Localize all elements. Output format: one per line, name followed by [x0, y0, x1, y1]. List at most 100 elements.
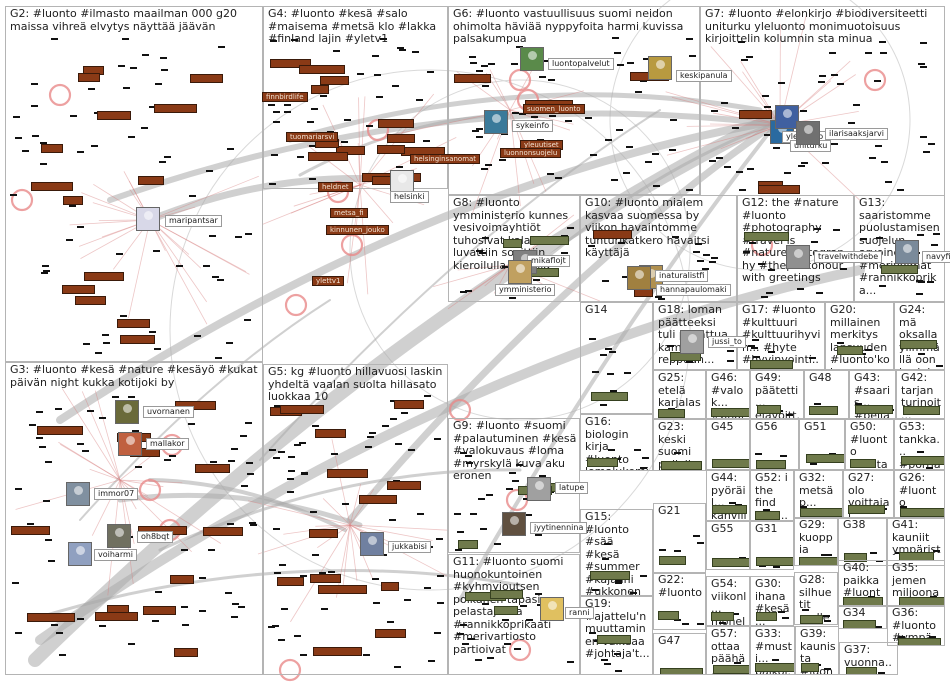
avatar-ymministerio[interactable] [508, 260, 532, 284]
group-g2: G2: #luonto #ilmasto maailman 000 g20 ma… [5, 6, 263, 362]
vertex-mark [870, 551, 878, 554]
vertex-mark [801, 608, 809, 611]
avatar-navyfi[interactable] [895, 240, 919, 264]
vertex-label-chip [805, 454, 844, 464]
vertex-mark [411, 51, 419, 53]
avatar-maripantsar[interactable] [136, 207, 160, 231]
vertex-mark [600, 354, 608, 357]
vertex-mark [198, 577, 206, 580]
vertex-label-luontopalvelut[interactable]: luontopalvelut [548, 58, 614, 70]
avatar-immor07[interactable] [66, 482, 90, 506]
avatar-uvornanen[interactable] [115, 400, 139, 424]
vertex-label-ymministerio[interactable]: ymministerio [495, 284, 556, 296]
vertex-mark [152, 620, 160, 623]
edge [94, 390, 121, 481]
edge [149, 219, 208, 303]
vertex-label-jyytinennina[interactable]: jyytinennina [530, 522, 588, 534]
vertex-mark [480, 64, 488, 67]
group-label: G45 [711, 420, 734, 433]
vertex-label-keskipanula[interactable]: keskipanula [676, 70, 732, 82]
avatar-inaturalistfi[interactable] [627, 266, 651, 290]
vertex-mark [224, 592, 232, 594]
vertex-mark [669, 119, 677, 122]
avatar-oh8bqt[interactable] [107, 524, 131, 548]
vertex-label-chip [589, 570, 630, 580]
vertex-label-inaturalistfi[interactable]: inaturalistfi [655, 270, 709, 282]
avatar-travelwithdebe[interactable] [786, 245, 810, 269]
vertex-label-jukkabisi[interactable]: jukkabisi [388, 541, 432, 553]
vertex-mark [395, 442, 403, 445]
vertex-mark [475, 135, 483, 138]
group-label: G20: millainen merkitys lapsuuden #luont… [830, 303, 890, 369]
vertex-mark [539, 474, 547, 477]
vertex-label-maripantsar[interactable]: maripantsar [165, 215, 222, 227]
vertex-mark [376, 96, 384, 99]
vertex-label-navyfi[interactable]: navyfi [922, 251, 950, 263]
vertex-mark [328, 571, 336, 574]
vertex-mark [485, 494, 493, 497]
avatar-ilarisaaksjarvi[interactable] [796, 121, 820, 145]
vertex-label-uvornanen[interactable]: uvornanen [143, 406, 194, 418]
vertex-mark [603, 543, 611, 546]
vertex-mark [319, 94, 327, 97]
vertex-label-chip [458, 540, 478, 550]
vertex-label-chip [755, 612, 777, 622]
edge [149, 175, 259, 221]
vertex-mark [424, 587, 432, 590]
vertex-mark [799, 110, 807, 113]
vertex-label-helsinki[interactable]: helsinki [390, 191, 429, 203]
edge [359, 184, 369, 295]
avatar-ranni[interactable] [540, 597, 564, 621]
vertex-mark [746, 56, 754, 59]
group-label: G24: mä oksalla ylimmällä oon harjulan..… [899, 303, 940, 369]
avatar-sykeinfo[interactable] [484, 110, 508, 134]
vertex-label-latupe[interactable]: latupe [555, 482, 589, 494]
vertex-label-chip [592, 230, 633, 240]
vertex-mark [477, 498, 485, 501]
vertex-label-travelwithdebe[interactable]: travelwithdebe [814, 251, 883, 263]
vertex-mark [688, 54, 696, 57]
vertex-label-mallakor[interactable]: mallakor [146, 438, 189, 450]
vertex-label-chip [62, 284, 96, 294]
vertex-mark [566, 226, 574, 229]
vertex-mark [853, 104, 861, 106]
vertex-label-immor07[interactable]: immor07 [94, 488, 139, 500]
vertex-label-oh8bqt[interactable]: oh8bqt [137, 531, 174, 543]
vertex-chip-luonnonsuojelu: luonnonsuojelu [500, 148, 562, 158]
vertex-mark [747, 167, 755, 170]
vertex-label-ilarisaaksjarvi[interactable]: ilarisaaksjarvi [825, 128, 889, 140]
vertex-mark [639, 574, 647, 577]
vertex-label-chip [897, 638, 942, 645]
vertex-mark [786, 414, 794, 417]
avatar-latupe[interactable] [527, 477, 551, 501]
avatar-jyytinennina[interactable] [502, 512, 526, 536]
vertex-mark [768, 350, 776, 353]
vertex-mark [900, 506, 908, 509]
avatar-mallakor[interactable] [118, 432, 142, 456]
vertex-mark [502, 265, 510, 268]
vertex-label-sykeinfo[interactable]: sykeinfo [512, 120, 554, 132]
avatar-uniturku[interactable] [775, 105, 799, 129]
vertex-mark [535, 593, 543, 596]
vertex-label-chip [84, 271, 124, 281]
vertex-mark [696, 542, 704, 545]
vertex-label-hannapaulomaki[interactable]: hannapaulomaki [656, 284, 731, 296]
vertex-label-voiharmi[interactable]: voiharmi [94, 549, 137, 561]
vertex-mark [531, 116, 539, 119]
vertex-label-jussi-to[interactable]: jussi_to [708, 336, 746, 348]
avatar-luontopalvelut[interactable] [520, 47, 544, 71]
edge-bundle [117, 492, 363, 528]
avatar-jussi-to[interactable] [680, 330, 704, 354]
vertex-label-ranni[interactable]: ranni [565, 607, 594, 619]
avatar-jukkabisi[interactable] [360, 532, 384, 556]
vertex-mark [40, 162, 48, 165]
vertex-mark [480, 528, 488, 531]
vertex-label-chip [739, 110, 772, 120]
vertex-label-mikaflojt[interactable]: mikaflojt [527, 255, 570, 267]
avatar-voiharmi[interactable] [68, 542, 92, 566]
vertex-label-chip [836, 346, 863, 356]
vertex-mark [249, 521, 257, 524]
vertex-mark [752, 338, 760, 341]
avatar-keskipanula[interactable] [648, 56, 672, 80]
vertex-mark [122, 87, 130, 90]
